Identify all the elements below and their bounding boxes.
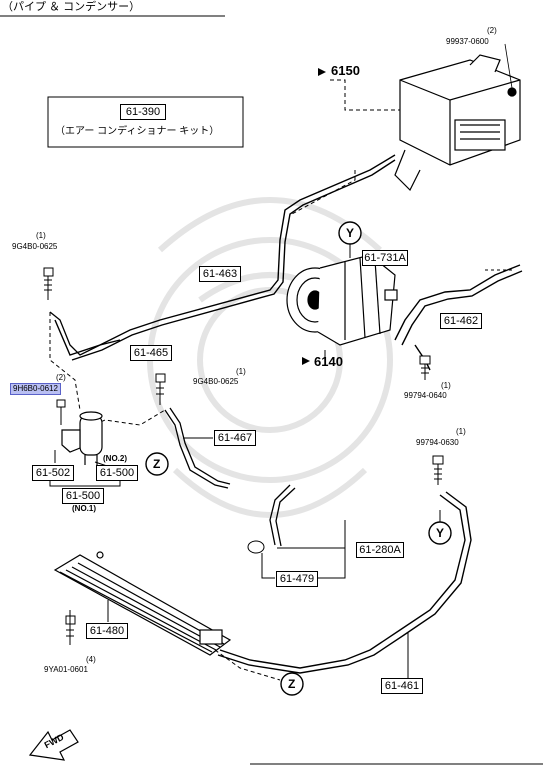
note-no2: (NO.2) bbox=[103, 454, 127, 463]
kit-box-frame bbox=[47, 96, 244, 148]
part-box-61-500-no1[interactable]: 61-500 bbox=[62, 488, 104, 504]
evaporator-unit bbox=[394, 54, 521, 192]
part-box-61-461[interactable]: 61-461 bbox=[381, 678, 423, 694]
leader-99937 bbox=[504, 43, 513, 89]
ref-6150[interactable]: 6150 bbox=[331, 63, 360, 78]
qty-9ya01-0601: (4) bbox=[86, 655, 96, 664]
part-box-61-467[interactable]: 61-467 bbox=[214, 430, 256, 446]
callout-z-mid: Z bbox=[153, 457, 161, 471]
bolt-9g4b0-mid bbox=[155, 373, 166, 405]
bolt-99794-0640 bbox=[419, 355, 431, 380]
part-box-61-280a[interactable]: 61-280A bbox=[356, 542, 404, 558]
leader-61-479 bbox=[261, 553, 275, 579]
arrow-icon-6150 bbox=[318, 68, 326, 76]
bolt-99794-0630 bbox=[432, 455, 444, 485]
leader-pipe-dash bbox=[289, 170, 356, 216]
qty-9g4b0-0625-mid: (1) bbox=[236, 367, 246, 376]
pn-9ya01-0601[interactable]: 9YA01-0601 bbox=[44, 665, 88, 674]
pn-9h6b0-0612-highlighted[interactable]: 9H6B0-0612 bbox=[10, 383, 61, 395]
ref-6140[interactable]: 6140 bbox=[314, 354, 343, 369]
part-box-61-731a[interactable]: 61-731A bbox=[362, 250, 408, 266]
arrow-icon-6140 bbox=[302, 357, 310, 365]
hose-61-461 bbox=[217, 491, 472, 674]
callout-circle-z-bottom bbox=[280, 672, 304, 696]
pn-9g4b0-0625-mid[interactable]: 9G4B0-0625 bbox=[193, 377, 239, 386]
pipe-61-465 bbox=[49, 311, 121, 356]
pn-99937-0600[interactable]: 99937-0600 bbox=[446, 37, 489, 46]
part-box-61-500-no2[interactable]: 61-500 bbox=[96, 465, 138, 481]
note-no1: (NO.1) bbox=[72, 504, 96, 513]
part-box-61-462[interactable]: 61-462 bbox=[440, 313, 482, 329]
callout-y-top: Y bbox=[346, 226, 355, 240]
bracket-61-500-no1 bbox=[49, 480, 121, 487]
qty-99794-0640: (1) bbox=[441, 381, 451, 390]
pipe-61-280a bbox=[269, 484, 296, 547]
oring-61-479 bbox=[247, 540, 265, 554]
qty-9h6b0-0612: (2) bbox=[56, 373, 66, 382]
part-box-61-480[interactable]: 61-480 bbox=[86, 623, 128, 639]
pipe-61-467 bbox=[164, 407, 231, 489]
page-title: （パイプ ＆ コンデンサー） bbox=[2, 1, 141, 13]
leader-6150 bbox=[330, 79, 400, 111]
pn-9g4b0-0625-left[interactable]: 9G4B0-0625 bbox=[12, 242, 58, 251]
part-box-61-479[interactable]: 61-479 bbox=[276, 571, 318, 587]
leader-z-bottom bbox=[214, 649, 281, 681]
qty-99937-0600: (2) bbox=[487, 26, 497, 35]
qty-9g4b0-0625-left: (1) bbox=[36, 231, 46, 240]
callout-circle-z-mid bbox=[145, 452, 169, 476]
bracket-61-280a bbox=[300, 520, 346, 579]
callout-y-right: Y bbox=[436, 526, 445, 540]
part-box-61-463[interactable]: 61-463 bbox=[199, 266, 241, 282]
qty-99794-0630: (1) bbox=[456, 427, 466, 436]
pn-99794-0630[interactable]: 99794-0630 bbox=[416, 438, 459, 447]
compressor bbox=[286, 254, 398, 346]
bolt-9h6b0 bbox=[56, 399, 66, 425]
part-box-61-465[interactable]: 61-465 bbox=[130, 345, 172, 361]
bolt-9ya01-0601 bbox=[65, 610, 76, 645]
link-dash-2 bbox=[81, 409, 166, 431]
kit-name: （エアー コンディショナー キット） bbox=[55, 126, 220, 137]
receiver-drier bbox=[61, 411, 103, 465]
part-box-61-502[interactable]: 61-502 bbox=[32, 465, 74, 481]
kit-part-number[interactable]: 61-390 bbox=[120, 104, 166, 120]
link-dash-1 bbox=[49, 312, 81, 411]
bolt-9g4b0-left bbox=[43, 267, 54, 300]
pn-99794-0640[interactable]: 99794-0640 bbox=[404, 391, 447, 400]
fwd-arrow-icon bbox=[28, 729, 79, 761]
pipe-61-463 bbox=[54, 154, 396, 361]
condenser bbox=[53, 551, 232, 656]
callout-z-bottom: Z bbox=[288, 677, 296, 691]
watermark-crest bbox=[147, 197, 393, 518]
